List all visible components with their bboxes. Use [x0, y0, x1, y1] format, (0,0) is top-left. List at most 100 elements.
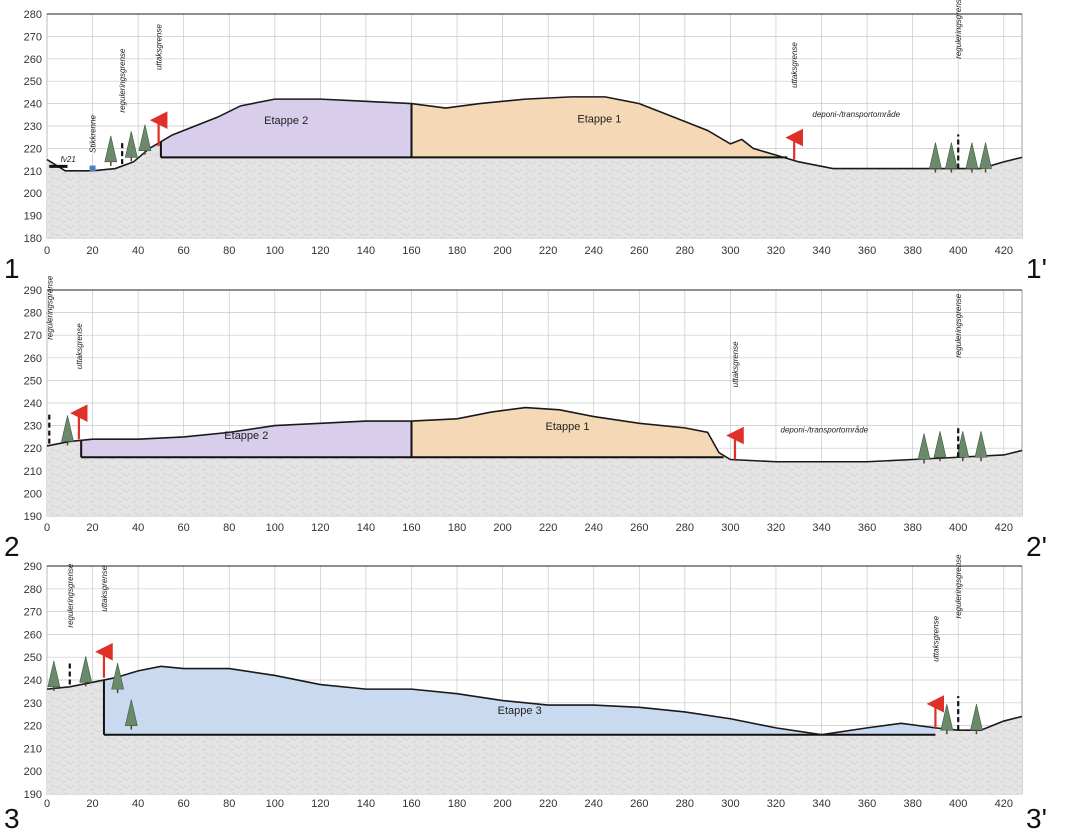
- x-tick-label: 360: [858, 522, 876, 534]
- section-3-end-label: 3': [1026, 803, 1047, 832]
- x-tick-label: 20: [86, 522, 98, 534]
- x-tick-label: 80: [223, 245, 235, 257]
- x-tick-label: 100: [266, 522, 284, 534]
- y-tick-label: 230: [24, 698, 42, 710]
- x-tick-label: 320: [767, 522, 785, 534]
- x-tick-label: 200: [493, 522, 511, 534]
- x-tick-label: 140: [357, 522, 375, 534]
- x-tick-label: 160: [402, 522, 420, 534]
- x-tick-label: 80: [223, 798, 235, 810]
- x-tick-label: 160: [402, 245, 420, 257]
- y-tick-label: 290: [24, 285, 42, 297]
- y-tick-label: 270: [24, 607, 42, 619]
- x-tick-label: 340: [812, 798, 830, 810]
- y-tick-label: 260: [24, 54, 42, 66]
- section-3-start-label: 3: [4, 803, 20, 832]
- y-tick-label: 220: [24, 143, 42, 155]
- section-1-stages: Etappe 2 Etappe 1: [159, 96, 788, 159]
- x-tick-label: 100: [266, 245, 284, 257]
- y-tick-label: 240: [24, 675, 42, 687]
- x-tick-label: 100: [266, 798, 284, 810]
- x-tick-label: 120: [311, 522, 329, 534]
- x-tick-label: 80: [223, 522, 235, 534]
- x-tick-label: 240: [585, 245, 603, 257]
- x-tick-label: 20: [86, 245, 98, 257]
- section-2-stages: Etappe 2 Etappe 1: [80, 407, 724, 459]
- y-tick-label: 180: [24, 233, 42, 245]
- stage-label: Etappe 1: [546, 421, 590, 433]
- y-tick-label: 280: [24, 9, 42, 21]
- x-tick-label: 240: [585, 798, 603, 810]
- vertical-label: uttaksgrense: [731, 341, 740, 387]
- x-tick-label: 60: [178, 522, 190, 534]
- horizontal-label: deponi-/transportområde: [812, 110, 900, 119]
- x-tick-label: 280: [676, 798, 694, 810]
- stage-area: [160, 99, 412, 158]
- section-3-terrain: [46, 665, 1023, 736]
- x-tick-label: 140: [357, 245, 375, 257]
- stage-area: [411, 407, 724, 458]
- x-tick-label: 180: [448, 798, 466, 810]
- y-tick-label: 290: [24, 561, 42, 573]
- x-tick-label: 40: [132, 522, 144, 534]
- x-tick-label: 400: [949, 798, 967, 810]
- x-tick-label: 200: [493, 798, 511, 810]
- y-tick-label: 190: [24, 211, 42, 223]
- x-tick-label: 0: [44, 522, 50, 534]
- x-tick-label: 180: [448, 245, 466, 257]
- x-tick-label: 340: [812, 245, 830, 257]
- x-tick-label: 300: [721, 245, 739, 257]
- x-tick-label: 60: [178, 798, 190, 810]
- x-tick-label: 420: [995, 798, 1013, 810]
- y-tick-label: 250: [24, 76, 42, 88]
- x-tick-label: 420: [995, 245, 1013, 257]
- y-tick-label: 250: [24, 652, 42, 664]
- x-tick-label: 180: [448, 522, 466, 534]
- y-tick-label: 260: [24, 353, 42, 365]
- y-tick-label: 200: [24, 766, 42, 778]
- horizontal-label: fv21: [61, 155, 76, 164]
- vertical-label: uttaksgrense: [100, 565, 109, 611]
- y-tick-label: 250: [24, 375, 42, 387]
- terrain-line: [46, 406, 1023, 463]
- x-tick-label: 0: [44, 798, 50, 810]
- vertical-label: reguleringsgrense: [66, 563, 75, 628]
- stage-label: Etappe 1: [577, 114, 621, 126]
- stage-label: Etappe 2: [264, 115, 308, 127]
- x-tick-label: 280: [676, 245, 694, 257]
- vertical-label: reguleringsgrense: [954, 0, 963, 59]
- y-tick-label: 240: [24, 398, 42, 410]
- x-tick-label: 40: [132, 245, 144, 257]
- x-tick-label: 420: [995, 522, 1013, 534]
- vertical-label: uttaksgrense: [155, 24, 164, 70]
- vertical-label: reguleringsgrense: [954, 293, 963, 358]
- section-2-terrain: [46, 406, 1023, 463]
- y-tick-label: 240: [24, 99, 42, 111]
- y-tick-label: 210: [24, 166, 42, 178]
- x-tick-label: 320: [767, 245, 785, 257]
- stage-label: Etappe 2: [224, 430, 268, 442]
- section-3: Etappe 3 2902802702602502402302202102001…: [4, 554, 1047, 832]
- section-1-start-label: 1: [4, 253, 20, 284]
- terrain-line: [46, 96, 1023, 172]
- x-tick-label: 360: [858, 245, 876, 257]
- y-tick-label: 220: [24, 443, 42, 455]
- x-tick-label: 260: [630, 798, 648, 810]
- vertical-label: uttaksgrense: [790, 42, 799, 88]
- y-tick-label: 280: [24, 308, 42, 320]
- vertical-label: reguleringsgrense: [45, 275, 54, 340]
- section-2-end-label: 2': [1026, 531, 1047, 562]
- section-2-start-label: 2: [4, 531, 20, 562]
- x-tick-label: 20: [86, 798, 98, 810]
- y-tick-label: 260: [24, 629, 42, 641]
- x-tick-label: 300: [721, 798, 739, 810]
- x-tick-label: 200: [493, 245, 511, 257]
- section-1-markers: fv21Stikkrennereguleringsgrenseuttaksgre…: [49, 0, 992, 173]
- x-tick-label: 120: [311, 798, 329, 810]
